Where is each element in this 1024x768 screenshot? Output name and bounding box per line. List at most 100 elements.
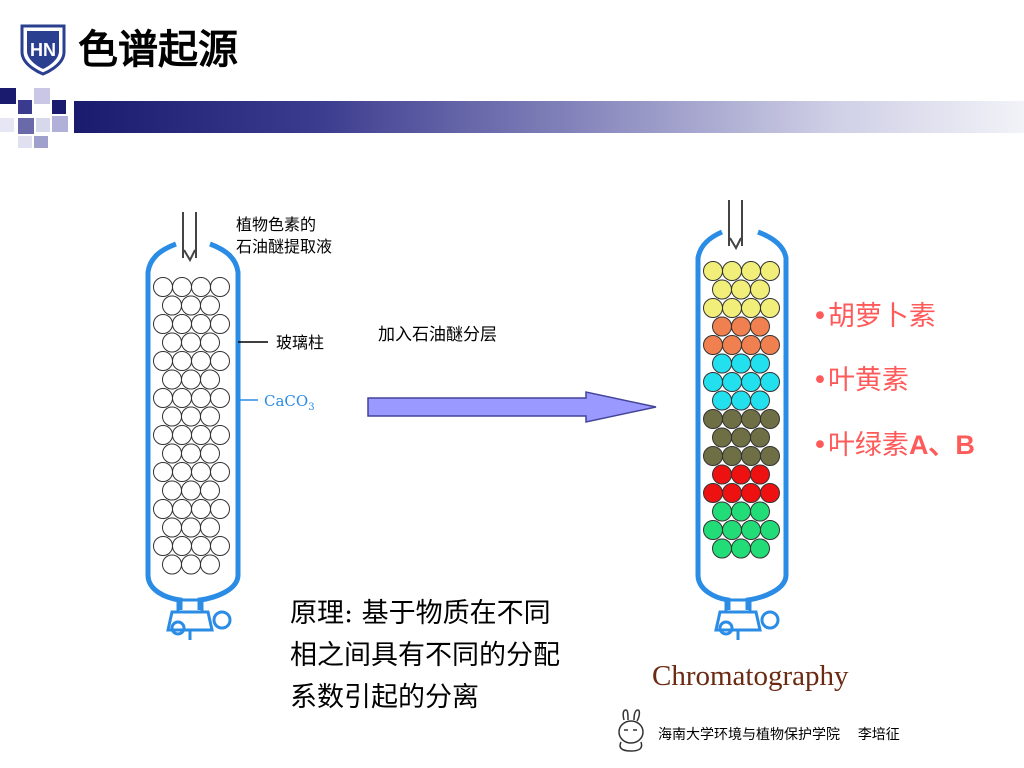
packing-bead (210, 499, 230, 519)
packing-bead (210, 314, 230, 334)
packing-bead (722, 520, 742, 540)
packing-bead (200, 369, 220, 390)
packing-bead (162, 332, 182, 353)
packing-bead (162, 443, 182, 464)
legend-item-chlorophyll: •叶绿素A、B (812, 430, 975, 461)
packing-bead (210, 462, 230, 482)
packing-bead (191, 462, 211, 482)
packing-bead (210, 277, 230, 297)
packing-bead (703, 372, 723, 392)
packing-bead (191, 425, 211, 445)
university-logo: HN (20, 24, 66, 76)
packing-bead (162, 554, 182, 575)
header-decoration (0, 88, 68, 148)
packing-bead (760, 520, 780, 540)
packing-bead (200, 480, 220, 501)
packing-bead (731, 353, 751, 374)
pigment-legend: •胡萝卜素 •叶黄素 •叶绿素A、B (812, 285, 975, 478)
packing-bead (750, 279, 770, 300)
packing-bead (750, 353, 770, 374)
packing-bead (181, 295, 201, 316)
packing-bead (731, 538, 751, 559)
packing-bead (731, 390, 751, 411)
packing-bead (760, 372, 780, 392)
packing-bead (172, 462, 192, 482)
legend-label-carotene: 胡萝卜素 (827, 301, 936, 332)
packing-bead (750, 316, 770, 337)
packing-bead (760, 483, 780, 503)
packing-bead (703, 409, 723, 429)
legend-label-chlorophyll-suffix: A、B (908, 430, 975, 460)
inlet-label-line2: 石油醚提取液 (236, 237, 332, 256)
inlet-label-line1: 植物色素的 (236, 215, 316, 234)
packing-bead (712, 390, 732, 411)
rabbit-mascot-icon (618, 709, 644, 752)
legend-item-carotene: •胡萝卜素 (812, 301, 936, 332)
packing-bead (731, 427, 751, 448)
packing-bead (712, 279, 732, 300)
packing-bead (191, 277, 211, 297)
packing-bead (703, 483, 723, 503)
packing-bead (760, 409, 780, 429)
packing-bead (760, 261, 780, 281)
packing-bead (703, 520, 723, 540)
packing-bead (172, 536, 192, 556)
packing-bead (750, 501, 770, 522)
principle-text: 原理: 基于物质在不同 相之间具有不同的分配 系数引起的分离 (290, 593, 640, 719)
packing-bead (191, 536, 211, 556)
packing-bead (741, 372, 761, 392)
packing-bead (162, 480, 182, 501)
packing-bead (172, 314, 192, 334)
packing-bead (703, 446, 723, 466)
packing-bead (731, 279, 751, 300)
packing-bead (200, 332, 220, 353)
packing-bead (153, 351, 173, 371)
principle-line-3: 系数引起的分离 (290, 682, 479, 713)
left-glass-column (145, 212, 241, 640)
packing-bead (153, 277, 173, 297)
packing-bead (712, 538, 732, 559)
packing-bead (703, 261, 723, 281)
column-label: 玻璃柱 (276, 333, 324, 352)
packing-bead (722, 298, 742, 318)
packing-bead (191, 314, 211, 334)
packing-bead (172, 277, 192, 297)
footer-author: 李培征 (857, 727, 900, 743)
packing-bead (181, 369, 201, 390)
packing-bead (722, 409, 742, 429)
left-stopcock (166, 598, 232, 640)
packing-bead (181, 406, 201, 427)
principle-line-1: 原理: 基于物质在不同 (290, 598, 551, 629)
packing-bead (200, 554, 220, 575)
logo-letters: HN (30, 40, 56, 60)
packing-bead (181, 554, 201, 575)
packing-bead (162, 295, 182, 316)
packing-bead (153, 425, 173, 445)
packing-bead (210, 388, 230, 408)
chromatography-caption: Chromatography (652, 660, 849, 692)
packing-bead (722, 483, 742, 503)
packing-bead (210, 425, 230, 445)
packing-bead (741, 483, 761, 503)
packing-bead (172, 351, 192, 371)
packing-bead (153, 536, 173, 556)
right-stopcock (714, 598, 780, 640)
packing-bead (741, 335, 761, 355)
packing-bead (731, 501, 751, 522)
footer-institution: 海南大学环境与植物保护学院 (658, 727, 840, 743)
packing-bead (210, 536, 230, 556)
packing-bead (200, 443, 220, 464)
packing-bead (191, 351, 211, 371)
right-glass-column (695, 200, 789, 640)
packing-bead (722, 261, 742, 281)
packing-bead (200, 517, 220, 538)
packing-bead (200, 406, 220, 427)
legend-label-chlorophyll: 叶绿素 (827, 430, 909, 461)
left-packing-beads (153, 277, 230, 575)
packing-bead (703, 335, 723, 355)
packing-bead (722, 335, 742, 355)
legend-label-xanthophyll: 叶黄素 (827, 365, 909, 396)
packing-bead (741, 298, 761, 318)
packing-bead (181, 517, 201, 538)
